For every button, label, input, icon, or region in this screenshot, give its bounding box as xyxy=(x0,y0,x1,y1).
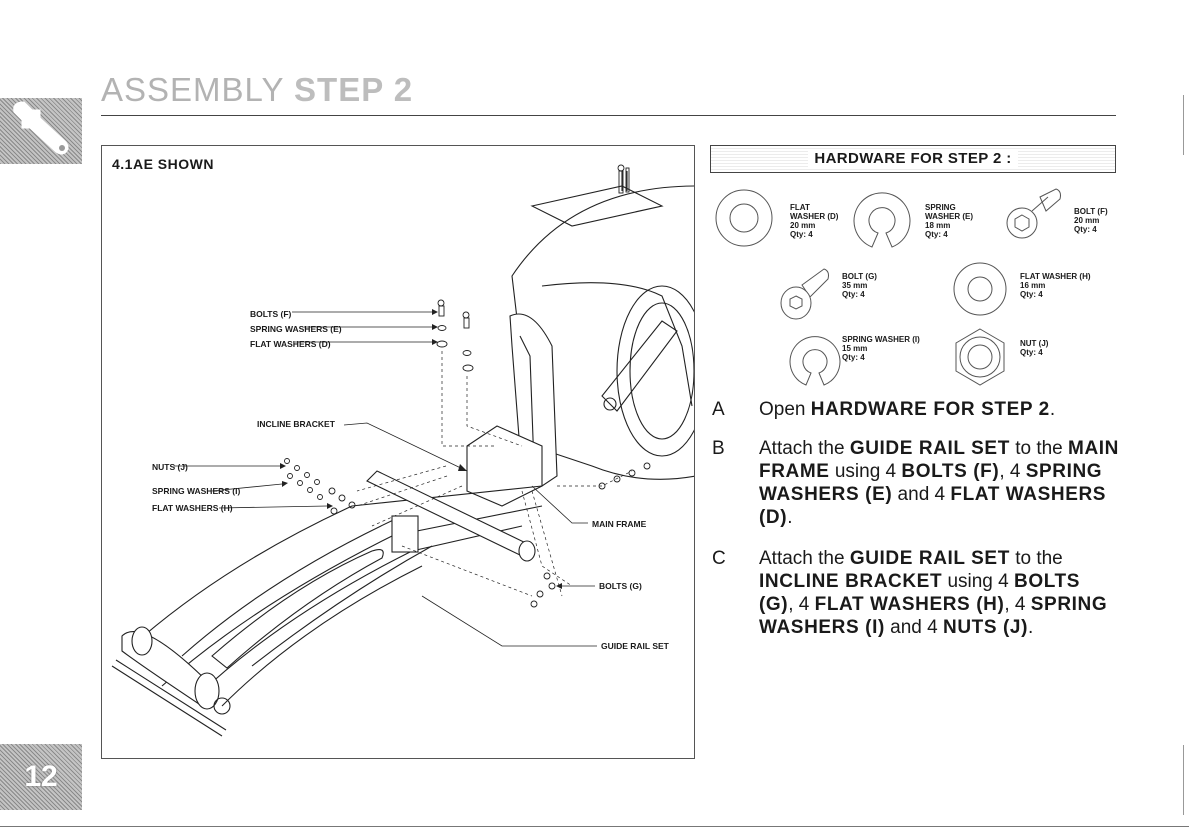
flat-washer-icon xyxy=(953,262,1007,316)
page-title-light: ASSEMBLY xyxy=(101,71,295,108)
hardware-item-bolt-f xyxy=(1004,185,1074,245)
spring-washer-icon xyxy=(789,336,841,386)
edge-mark-bottom xyxy=(1183,745,1184,815)
hex-bolt-icon xyxy=(1006,188,1061,239)
callout-nuts-j: NUTS (J) xyxy=(152,462,188,472)
callout-bolts-f: BOLTS (F) xyxy=(250,309,292,319)
hardware-label-i: SPRING WASHER (I) 15 mm Qty: 4 xyxy=(842,335,920,362)
callout-main-frame: MAIN FRAME xyxy=(592,519,647,529)
hardware-item-spring-washer-i xyxy=(786,331,846,391)
figure-label: 4.1AE SHOWN xyxy=(112,156,214,172)
edge-mark-top xyxy=(1183,95,1184,155)
hardware-item-bolt-g xyxy=(778,265,838,325)
hardware-item-nut-j xyxy=(948,325,1012,389)
hex-nut-icon xyxy=(955,328,1005,386)
page-number: 12 xyxy=(0,744,82,810)
hardware-label-h: FLAT WASHER (H) 16 mm Qty: 4 xyxy=(1020,272,1091,299)
hardware-item-flat-washer-h xyxy=(950,259,1010,319)
hardware-label-g: BOLT (G) 35 mm Qty: 4 xyxy=(842,272,877,299)
callout-incline-bracket: INCLINE BRACKET xyxy=(257,419,335,429)
wrench-icon xyxy=(13,101,69,155)
callout-bolts-g: BOLTS (G) xyxy=(599,581,642,591)
assembly-figure: 4.1AE SHOWN xyxy=(101,145,695,759)
callout-spring-washers-i: SPRING WASHERS (I) xyxy=(152,486,241,496)
hardware-panel: HARDWARE FOR STEP 2 : FLAT WASHER (D) 20… xyxy=(710,145,1116,417)
callout-guide-rail-set: GUIDE RAIL SET xyxy=(601,641,669,651)
hardware-label-d: FLAT WASHER (D) 20 mm Qty: 4 xyxy=(790,203,839,239)
section-tab xyxy=(0,98,82,164)
hardware-label-f: BOLT (F) 20 mm Qty: 4 xyxy=(1074,207,1108,234)
callout-spring-washers-e: SPRING WASHERS (E) xyxy=(250,324,342,334)
hardware-title: HARDWARE FOR STEP 2 : xyxy=(808,150,1018,167)
bottom-divider xyxy=(0,826,1189,827)
page-title: ASSEMBLY STEP 2 xyxy=(101,70,413,110)
hardware-label-e: SPRING WASHER (E) 18 mm Qty: 4 xyxy=(925,203,973,239)
page-title-bold: STEP 2 xyxy=(294,71,414,108)
hardware-label-j: NUT (J) Qty: 4 xyxy=(1020,339,1049,357)
flat-washer-icon xyxy=(715,189,773,247)
header-divider xyxy=(101,115,1116,116)
hardware-item-flat-washer-d xyxy=(714,185,784,255)
hardware-title-bar: HARDWARE FOR STEP 2 : xyxy=(710,145,1116,173)
hardware-item-spring-washer-e xyxy=(850,185,920,255)
spring-washer-icon xyxy=(853,192,911,248)
callout-flat-washers-d: FLAT WASHERS (D) xyxy=(250,339,331,349)
assembly-illustration xyxy=(111,164,694,737)
callout-flat-washers-h: FLAT WASHERS (H) xyxy=(152,503,233,513)
round-bolt-icon xyxy=(780,268,829,320)
